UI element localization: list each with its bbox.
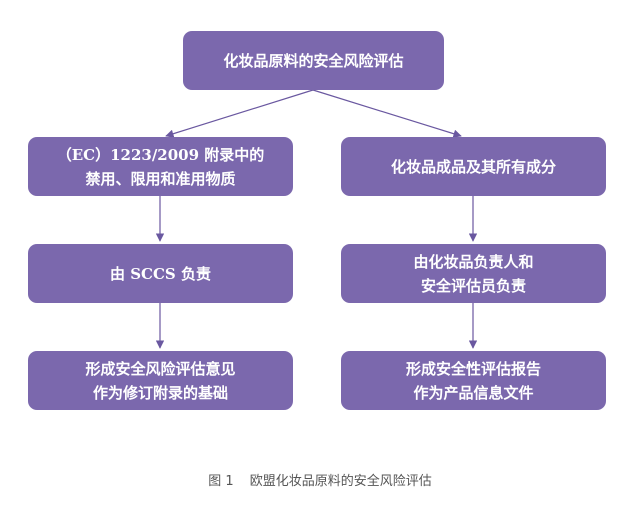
node-right-1: 化妆品成品及其所有成分 — [341, 137, 606, 196]
figure-title: 欧盟化妆品原料的安全风险评估 — [249, 474, 432, 489]
node-root-line-1: 化妆品原料的安全风险评估 — [223, 51, 404, 70]
node-left-1: （EC）1223/2009 附录中的 禁用、限用和准用物质 — [28, 137, 293, 196]
node-right-1-line-1: 化妆品成品及其所有成分 — [390, 157, 556, 176]
node-left-2-line-1: 由 SCCS 负责 — [110, 264, 211, 283]
node-left-3-line-2: 作为修订附录的基础 — [92, 383, 228, 402]
node-left-2: 由 SCCS 负责 — [28, 244, 293, 303]
node-right-3-line-1: 形成安全性评估报告 — [405, 359, 541, 378]
node-left-3-line-1: 形成安全风险评估意见 — [85, 359, 236, 378]
node-right-3: 形成安全性评估报告 作为产品信息文件 — [341, 351, 606, 410]
node-left-3: 形成安全风险评估意见 作为修订附录的基础 — [28, 351, 293, 410]
node-right-2-line-2: 安全评估员负责 — [420, 276, 526, 295]
node-root: 化妆品原料的安全风险评估 — [183, 31, 444, 90]
arrow-root-to-right-1 — [312, 89, 462, 138]
node-right-3-line-2: 作为产品信息文件 — [413, 383, 534, 402]
node-left-1-line-1: （EC）1223/2009 附录中的 — [56, 145, 265, 164]
node-left-1-line-2: 禁用、限用和准用物质 — [85, 169, 236, 188]
node-right-2: 由化妆品负责人和 安全评估员负责 — [341, 244, 606, 303]
node-right-2-line-1: 由化妆品负责人和 — [413, 252, 534, 271]
figure-caption: 图 1 欧盟化妆品原料的安全风险评估 — [0, 470, 640, 489]
figure-label: 图 1 — [208, 474, 234, 489]
arrow-root-to-left-1 — [165, 89, 314, 138]
